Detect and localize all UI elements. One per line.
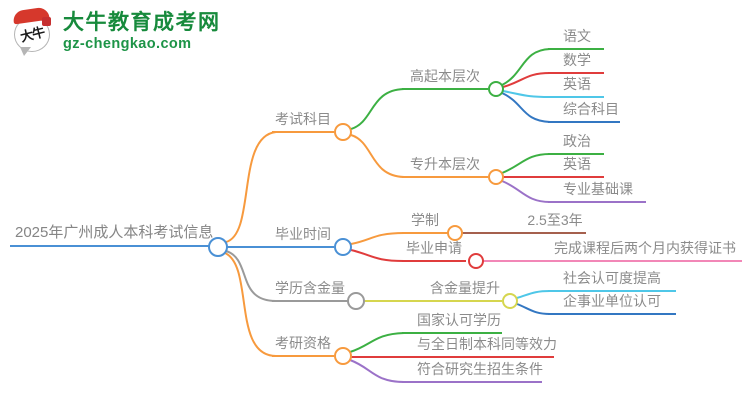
edge-exam-college-level [350, 134, 405, 178]
node-schooling-length[interactable]: 学制 [402, 211, 448, 234]
logo: 大牛 大牛教育成考网 gz-chengkao.com [12, 6, 221, 56]
edge-postgrad-state [349, 332, 405, 353]
node-graduation-time[interactable]: 毕业时间 [272, 225, 334, 248]
node-high-to-bachelor[interactable]: 高起本层次 [402, 67, 488, 90]
node-social-recognition[interactable]: 社会认可度提高 [548, 269, 676, 292]
logo-subtitle: gz-chengkao.com [63, 36, 192, 52]
node-circle-exam-subjects[interactable] [334, 123, 352, 141]
node-graduation-application[interactable]: 毕业申请 [402, 239, 466, 262]
edge-postgrad-conditions [349, 359, 405, 383]
logo-title: 大牛教育成考网 [63, 11, 221, 34]
logo-bubble-tail [20, 47, 31, 56]
node-circle-value-improvement[interactable] [502, 293, 518, 309]
node-circle-graduation-application[interactable] [468, 253, 484, 269]
edge-exam-high-level [350, 88, 405, 130]
node-subject-english[interactable]: 英语 [548, 75, 604, 98]
logo-icon: 大牛 [12, 6, 54, 56]
node-subject-english-2[interactable]: 英语 [548, 155, 604, 178]
node-postgrad-qualification[interactable]: 考研资格 [272, 334, 334, 357]
node-root[interactable]: 2025年广州成人本科考试信息 [10, 222, 213, 247]
node-subject-comprehensive[interactable]: 综合科目 [548, 100, 620, 123]
node-circle-root[interactable] [208, 237, 228, 257]
node-subject-politics[interactable]: 政治 [548, 132, 604, 155]
edge-high-math [502, 72, 551, 88]
node-degree-value[interactable]: 学历含金量 [272, 279, 348, 302]
edge-high-chinese [501, 48, 551, 86]
edge-improvement-employer [516, 303, 551, 315]
node-equal-to-fulltime[interactable]: 与全日制本科同等效力 [402, 335, 557, 358]
node-circle-schooling-length[interactable] [447, 225, 463, 241]
logo-text: 大牛教育成考网 gz-chengkao.com [63, 11, 221, 53]
node-state-recognized[interactable]: 国家认可学历 [402, 311, 502, 334]
node-circle-graduation-time[interactable] [334, 238, 352, 256]
edge-high-english [502, 90, 551, 98]
node-subject-major-foundation[interactable]: 专业基础课 [548, 180, 646, 203]
edge-high-comprehensive [501, 92, 551, 123]
node-certificate-within-two-months[interactable]: 完成课程后两个月内获得证书 [552, 239, 742, 262]
edge-root-exam-subjects [225, 131, 277, 243]
edge-root-postgrad-qualification [224, 252, 277, 357]
edge-college-major-foundation [501, 180, 551, 203]
node-meets-admission-conditions[interactable]: 符合研究生招生条件 [402, 360, 543, 383]
logo-seal [42, 17, 51, 26]
node-circle-postgrad-qualification[interactable] [334, 347, 352, 365]
edge-root-degree-value [225, 250, 277, 302]
node-circle-college-to-bachelor[interactable] [488, 169, 504, 185]
node-exam-subjects[interactable]: 考试科目 [272, 110, 334, 133]
edge-gradtime-schooling [350, 232, 405, 245]
node-value-improvement[interactable]: 含金量提升 [428, 279, 502, 302]
node-subject-chinese[interactable]: 语文 [548, 27, 604, 50]
node-college-to-bachelor[interactable]: 专升本层次 [402, 155, 488, 178]
node-employer-recognition[interactable]: 企事业单位认可 [548, 292, 676, 315]
edge-college-politics [501, 153, 551, 174]
edge-gradtime-application [350, 249, 405, 262]
node-circle-degree-value[interactable] [347, 292, 365, 310]
node-subject-math[interactable]: 数学 [548, 51, 604, 74]
node-circle-high-to-bachelor[interactable] [488, 81, 504, 97]
edge-improvement-social [516, 290, 551, 299]
node-years-2-5-to-3[interactable]: 2.5至3年 [524, 211, 586, 234]
